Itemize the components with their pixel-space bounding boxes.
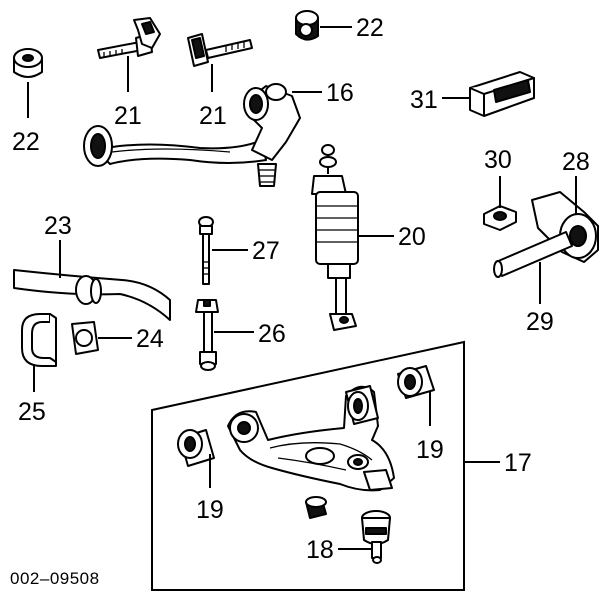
part-25-stabilizer-clamp — [21, 313, 57, 367]
callout-27: 27 — [252, 237, 280, 265]
callout-23: 23 — [44, 212, 72, 240]
part-27-link-bolt — [198, 216, 214, 285]
callout-26: 26 — [258, 320, 286, 348]
part-29-torsion-bar — [493, 231, 573, 278]
callout-25: 25 — [18, 398, 46, 426]
part-16-upper-control-arm — [83, 83, 301, 187]
part-24-stabilizer-bushing — [71, 321, 99, 355]
part-31-bump-stop — [469, 71, 535, 117]
callout-31: 31 — [410, 86, 438, 114]
callout-22-top: 22 — [356, 14, 384, 42]
callout-29: 29 — [526, 308, 554, 336]
part-22-bushing-top — [295, 10, 319, 41]
callout-20: 20 — [398, 223, 426, 251]
callout-24: 24 — [136, 325, 164, 353]
part-18-ball-joint — [361, 510, 391, 564]
part-17-assembly-outline — [151, 340, 465, 591]
part-17-nut — [305, 496, 327, 519]
callout-22-left: 22 — [12, 128, 40, 156]
part-30-retainer-nut — [483, 205, 517, 231]
part-21-cam-bolt-right — [187, 33, 253, 67]
callout-21-right: 21 — [199, 102, 227, 130]
callout-17: 17 — [504, 449, 532, 477]
callout-19-left: 19 — [196, 496, 224, 524]
callout-28: 28 — [562, 148, 590, 176]
part-17-lower-control-arm — [227, 385, 395, 492]
callout-21-left: 21 — [114, 102, 142, 130]
part-26-link-spacer — [195, 299, 219, 371]
callout-16: 16 — [326, 79, 354, 107]
part-19-bushing-left — [177, 429, 215, 467]
part-22-bushing-left — [13, 48, 43, 78]
part-21-cam-bolt-left — [97, 17, 161, 59]
callout-18: 18 — [306, 536, 334, 564]
callout-30: 30 — [484, 146, 512, 174]
part-23-stabilizer-bar — [13, 269, 171, 321]
figure-code: 002–09508 — [10, 569, 100, 588]
part-20-shock-absorber — [311, 144, 359, 331]
callout-19-right: 19 — [416, 436, 444, 464]
part-19-bushing-right — [397, 365, 435, 399]
